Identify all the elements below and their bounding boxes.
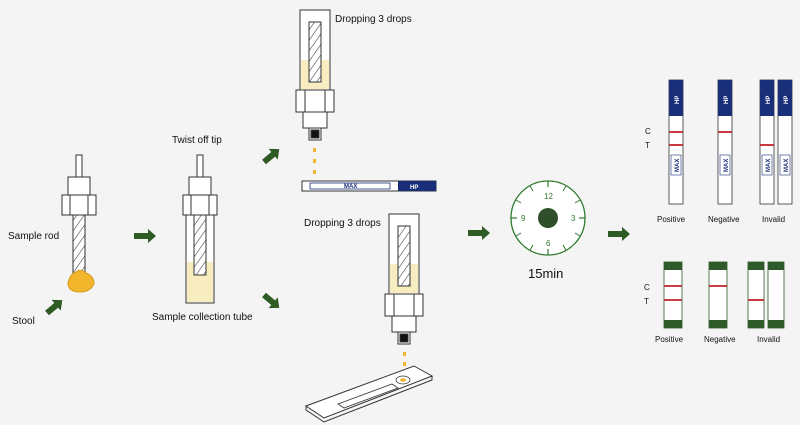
branch-up-arrow-icon xyxy=(262,148,280,165)
strip-result-invalid: Invalid xyxy=(762,215,785,224)
dropper-tube-bottom xyxy=(384,213,424,345)
timer-clock-icon: 12 3 6 9 xyxy=(510,180,586,256)
to-timer-arrow-icon xyxy=(468,226,490,240)
strip-negative-hp-text: HP xyxy=(724,96,730,104)
clock-12: 12 xyxy=(544,192,553,201)
stool-sample xyxy=(67,269,95,293)
strip-invalid-1-max-text: MAX xyxy=(766,159,772,172)
test-cassette xyxy=(304,365,434,423)
cassette-result-positive: Positive xyxy=(655,335,684,344)
to-results-arrow-icon xyxy=(608,227,630,241)
sample-collection-tube-label: Sample collection tube xyxy=(152,312,253,323)
clock-9: 9 xyxy=(521,214,526,223)
dropping-drops-top-label: Dropping 3 drops xyxy=(335,14,412,25)
cassette-invalid-2 xyxy=(767,261,785,329)
strip-negative-max-text: MAX xyxy=(724,159,730,172)
strip-positive-max-text: MAX xyxy=(675,159,681,172)
strip-invalid-1-hp-text: HP xyxy=(766,96,772,104)
dropping-drops-bottom-label: Dropping 3 drops xyxy=(304,218,381,229)
drops-top xyxy=(313,148,316,174)
strip-result-positive: Positive xyxy=(657,215,686,224)
stool-arrow-icon xyxy=(45,299,63,316)
clock-6: 6 xyxy=(546,239,551,248)
strip-invalid-2: HP MAX xyxy=(777,79,793,205)
sample-collection-tube xyxy=(182,154,218,304)
time-label: 15min xyxy=(528,266,563,281)
cassette-positive xyxy=(663,261,683,329)
cassette-negative xyxy=(708,261,728,329)
strip-negative: HP MAX xyxy=(717,79,733,205)
strip-hp-text: HP xyxy=(410,185,418,191)
strip-test-label: T xyxy=(645,141,650,150)
step-arrow-icon xyxy=(134,229,156,243)
strip-invalid-2-hp-text: HP xyxy=(784,96,790,104)
branch-down-arrow-icon xyxy=(262,292,280,309)
sample-rod xyxy=(61,154,97,274)
sample-rod-label: Sample rod xyxy=(8,231,59,242)
strip-result-negative: Negative xyxy=(708,215,740,224)
strip-invalid-1: HP MAX xyxy=(759,79,775,205)
strip-max-text: MAX xyxy=(344,184,357,190)
clock-3: 3 xyxy=(571,214,576,223)
cassette-invalid-1 xyxy=(747,261,765,329)
strip-control-label: C xyxy=(645,127,651,136)
cassette-test-label: T xyxy=(644,297,649,306)
cassette-control-label: C xyxy=(644,283,650,292)
cassette-result-invalid: Invalid xyxy=(757,335,780,344)
stool-label: Stool xyxy=(12,316,35,327)
strip-positive: HP MAX xyxy=(668,79,684,205)
strip-invalid-2-max-text: MAX xyxy=(784,159,790,172)
drops-bottom xyxy=(403,352,406,366)
test-strip-horizontal: MAX HP xyxy=(301,180,437,192)
strip-positive-hp-text: HP xyxy=(675,96,681,104)
cassette-result-negative: Negative xyxy=(704,335,736,344)
dropper-tube-top xyxy=(295,9,335,141)
twist-off-tip-label: Twist off tip xyxy=(172,135,222,146)
